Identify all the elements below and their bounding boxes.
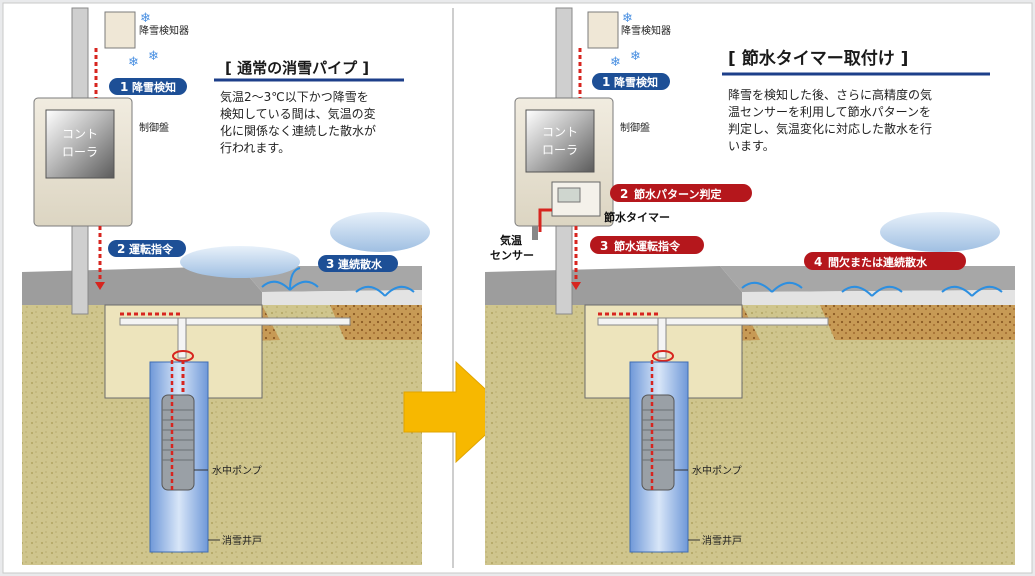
right-desc-1: 降雪を検知した後、さらに高精度の気 xyxy=(728,87,932,102)
left-sprinkler xyxy=(261,267,415,297)
transition-arrow-icon xyxy=(403,360,511,464)
left-step-1-num: 1 xyxy=(120,80,128,94)
left-pump xyxy=(161,394,195,491)
temp-sensor-label-2: センサー xyxy=(490,249,534,262)
right-control-panel-label: 制御盤 xyxy=(620,121,650,134)
right-step-3: 3 節水運転指令 xyxy=(590,236,704,254)
right-pump-label: 水中ポンプ xyxy=(692,464,742,477)
left-desc-4: 行われます。 xyxy=(220,141,290,155)
right-controller xyxy=(525,109,595,173)
left-pump-label: 水中ポンプ xyxy=(212,464,262,477)
right-step-1-num: 1 xyxy=(602,75,610,89)
right-step-3-text: 節水運転指令 xyxy=(614,239,681,253)
left-step-1-text: 降雪検知 xyxy=(132,80,176,94)
left-step-1: 1 降雪検知 xyxy=(109,78,187,95)
right-title: [ 節水タイマー取付け ] xyxy=(728,48,908,69)
right-desc-2: 温センサーを利用して節水パターンを xyxy=(728,104,931,119)
left-step-2-num: 2 xyxy=(117,242,125,256)
left-step-3-text: 連続散水 xyxy=(338,257,383,271)
left-riser xyxy=(177,317,187,359)
left-controller-label-2: ローラ xyxy=(62,145,98,159)
right-snow-sensor xyxy=(587,11,619,49)
left-controller-label-1: コント xyxy=(62,127,98,141)
left-pipe xyxy=(119,317,351,326)
right-step-3-num: 3 xyxy=(600,239,608,253)
right-step-4-num: 4 xyxy=(814,255,822,269)
left-step-2: 2 運転指令 xyxy=(108,240,186,257)
left-snow-sensor xyxy=(104,11,136,49)
left-desc-2: 検知している間は、気温の変 xyxy=(220,106,376,121)
left-snow-mound-2 xyxy=(330,212,430,252)
right-road-edge xyxy=(742,290,1015,305)
left-snow-mound xyxy=(180,246,300,278)
left-step-3: 3 連続散水 xyxy=(318,255,398,272)
right-road xyxy=(485,266,742,305)
timer-label: 節水タイマー xyxy=(604,210,670,224)
right-step-4: 4 間欠または連続散水 xyxy=(804,252,966,270)
right-controller-label-2: ローラ xyxy=(542,143,578,157)
left-panel: 降雪検知器 ❄ ❄ ❄ コント ローラ 制御盤 1 降雪検知 2 運転指令 3 xyxy=(22,7,430,565)
right-panel: 降雪検知器 ❄ ❄ ❄ コント ローラ 制御盤 節水タイマー 気温 センサー 1… xyxy=(485,7,1015,565)
right-desc-3: 判定し、気温変化に対応した散水を行 xyxy=(728,121,932,136)
right-step-4-text: 間欠または連続散水 xyxy=(828,255,928,269)
right-well-label: 消雪井戸 xyxy=(702,534,742,547)
right-controller-label-1: コント xyxy=(542,125,578,139)
left-title: [ 通常の消雪パイプ ] xyxy=(225,59,369,77)
left-well-label: 消雪井戸 xyxy=(222,534,262,547)
left-step-2-text: 運転指令 xyxy=(129,242,174,256)
snowflake-icon: ❄ xyxy=(148,49,159,64)
left-control-panel-label: 制御盤 xyxy=(139,121,169,134)
right-step-2: 2 節水パターン判定 xyxy=(610,184,752,202)
snowflake-icon: ❄ xyxy=(622,11,633,26)
left-desc-1: 気温2〜3℃以下かつ降雪を xyxy=(220,89,369,104)
snowflake-icon: ❄ xyxy=(610,55,621,70)
left-gravel-right xyxy=(330,305,422,340)
right-pipe xyxy=(597,317,829,326)
right-pump xyxy=(641,394,675,491)
right-step-1-text: 降雪検知 xyxy=(614,75,658,89)
temp-sensor-label-1: 気温 xyxy=(500,233,522,247)
left-controller xyxy=(45,109,115,179)
right-snow-mound xyxy=(880,212,1000,252)
snowflake-icon: ❄ xyxy=(140,11,151,26)
right-step-2-text: 節水パターン判定 xyxy=(634,187,721,201)
left-step-3-num: 3 xyxy=(326,257,334,271)
right-sprinkler xyxy=(741,281,1003,297)
right-snow-sensor-label: 降雪検知器 xyxy=(621,24,671,37)
right-desc-4: います。 xyxy=(728,139,775,153)
right-riser xyxy=(657,317,667,359)
left-desc-3: 化に関係なく連続した散水が xyxy=(220,123,376,138)
right-gravel-right xyxy=(820,305,1015,340)
right-soil xyxy=(485,305,1015,565)
left-snow-sensor-label: 降雪検知器 xyxy=(139,24,189,37)
snowflake-icon: ❄ xyxy=(128,55,139,70)
right-step-2-num: 2 xyxy=(620,187,628,201)
snowflake-icon: ❄ xyxy=(630,49,641,64)
left-road-edge xyxy=(262,290,422,305)
right-road-far xyxy=(720,266,1015,292)
right-step-1: 1 降雪検知 xyxy=(592,73,670,90)
